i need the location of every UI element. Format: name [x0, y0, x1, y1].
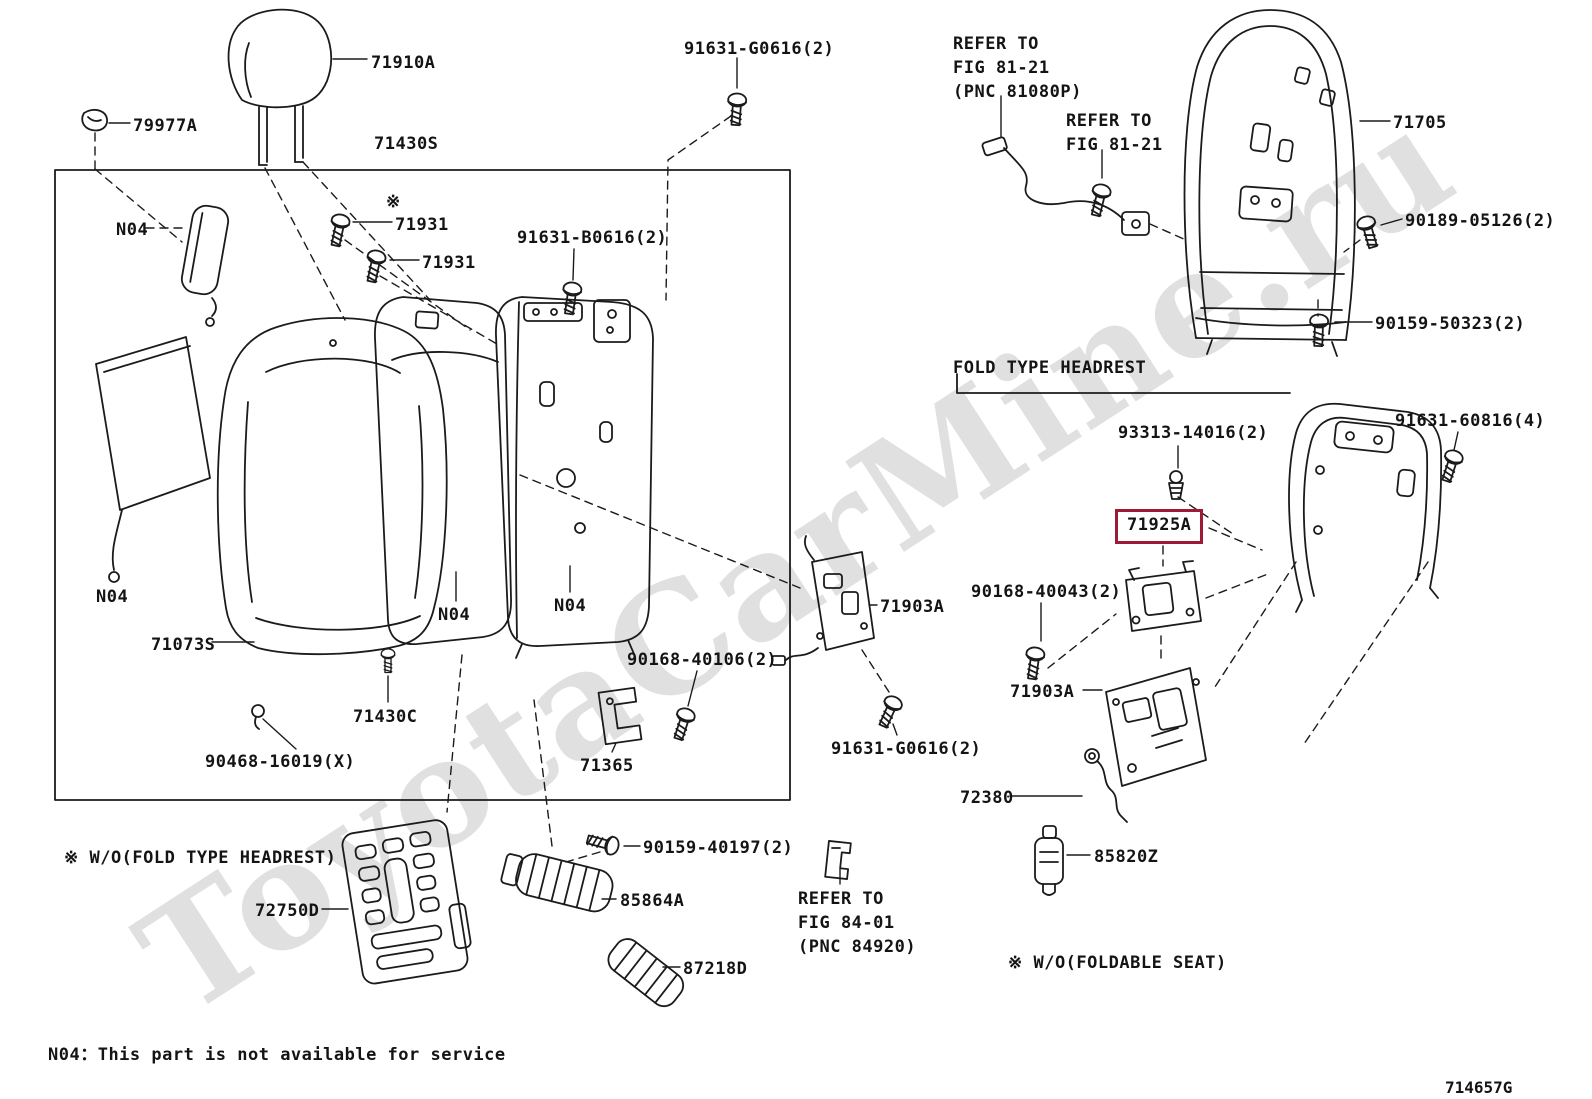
motor-85820Z-drawing — [1034, 825, 1064, 896]
note-wo-fold-headrest: ※ W/O(FOLD TYPE HEADREST) — [64, 848, 337, 868]
leader-lines — [108, 57, 1459, 968]
seatback-cover-drawing — [374, 296, 512, 645]
label-79977A[interactable]: 79977A — [133, 116, 198, 136]
label-71925A[interactable]: 71925A — [1115, 509, 1204, 544]
label-90168-40043[interactable]: 90168-40043(2) — [971, 582, 1122, 602]
label-n04-1: N04 — [116, 220, 149, 240]
fold-seat-frame-drawing — [1288, 402, 1443, 613]
side-airbag-drawing — [180, 204, 230, 327]
label-90159-50323[interactable]: 90159-50323(2) — [1375, 314, 1526, 334]
note-refer-fig-84-01: REFER TO FIG 84-01 (PNC 84920) — [798, 889, 917, 957]
label-90159-40197[interactable]: 90159-40197(2) — [643, 838, 794, 858]
seatback-pad-drawing — [95, 336, 211, 583]
label-90468-16019[interactable]: 90468-16019(X) — [205, 752, 356, 772]
section-fold-type-headrest: FOLD TYPE HEADREST — [953, 358, 1147, 378]
label-71430C[interactable]: 71430C — [353, 707, 418, 727]
hook-drawing — [251, 704, 265, 730]
label-93313-14016[interactable]: 93313-14016(2) — [1118, 423, 1269, 443]
duct-85864A-drawing — [500, 853, 614, 913]
note-refer-fig-81-21-a: REFER TO FIG 81-21 (PNC 81080P) — [953, 34, 1082, 102]
label-n04-4: N04 — [554, 596, 587, 616]
seat-assembly-frame-box — [54, 169, 791, 801]
headrest-clip-drawing — [81, 108, 108, 132]
label-71365[interactable]: 71365 — [580, 756, 634, 776]
label-71705[interactable]: 71705 — [1393, 113, 1447, 133]
label-72750D[interactable]: 72750D — [255, 901, 320, 921]
clip-84920-drawing — [824, 840, 852, 880]
fold-type-headrest-section-line — [956, 373, 1291, 394]
label-n04-3: N04 — [438, 605, 471, 625]
label-91631-B0616[interactable]: 91631-B0616(2) — [517, 228, 668, 248]
note-refer-fig-81-21-b: REFER TO FIG 81-21 — [1066, 111, 1163, 155]
headrest-drawing — [227, 8, 333, 166]
label-71903A-1[interactable]: 71903A — [880, 597, 945, 617]
bracket-71925A-drawing — [1125, 560, 1202, 632]
ref-mark-71931: ※ — [386, 192, 401, 212]
label-91631-G0616-1[interactable]: 91631-G0616(2) — [684, 39, 835, 59]
bracket-71365-drawing — [597, 686, 643, 746]
seatback-metal-frame-drawing — [495, 296, 654, 659]
bracket-71903A-left-drawing — [771, 535, 875, 666]
label-71931-2[interactable]: 71931 — [422, 253, 476, 273]
label-71073S[interactable]: 71073S — [151, 635, 216, 655]
seatback-cushion-drawing — [216, 317, 448, 656]
footer-service-note: N04：This part is not available for servi… — [48, 1045, 506, 1065]
label-85820Z[interactable]: 85820Z — [1094, 847, 1159, 867]
label-71910A[interactable]: 71910A — [371, 53, 436, 73]
label-85864A[interactable]: 85864A — [620, 891, 685, 911]
label-71903A-2[interactable]: 71903A — [1010, 682, 1075, 702]
dashed-construction-lines — [94, 115, 1429, 863]
duct-87218D-drawing — [607, 938, 685, 1008]
bracket-71903A-right-drawing — [1105, 667, 1207, 787]
label-90189-05126[interactable]: 90189-05126(2) — [1405, 211, 1556, 231]
document-code: 714657G — [1445, 1078, 1513, 1097]
label-91631-G0616-2[interactable]: 91631-G0616(2) — [831, 739, 982, 759]
label-91631-60816[interactable]: 91631-60816(4) — [1395, 411, 1546, 431]
seat-frame-71705-drawing — [1183, 9, 1356, 357]
label-71931-1[interactable]: 71931 — [395, 215, 449, 235]
note-wo-foldable-seat: ※ W/O(FOLDABLE SEAT) — [1008, 953, 1227, 973]
label-87218D[interactable]: 87218D — [683, 959, 748, 979]
label-90168-40106[interactable]: 90168-40106(2) — [627, 650, 778, 670]
cable-72380-drawing — [1084, 748, 1128, 823]
seatback-board-drawing — [341, 819, 472, 985]
label-72380[interactable]: 72380 — [960, 788, 1014, 808]
label-n04-2: N04 — [96, 587, 129, 607]
label-71430S[interactable]: 71430S — [374, 134, 439, 154]
